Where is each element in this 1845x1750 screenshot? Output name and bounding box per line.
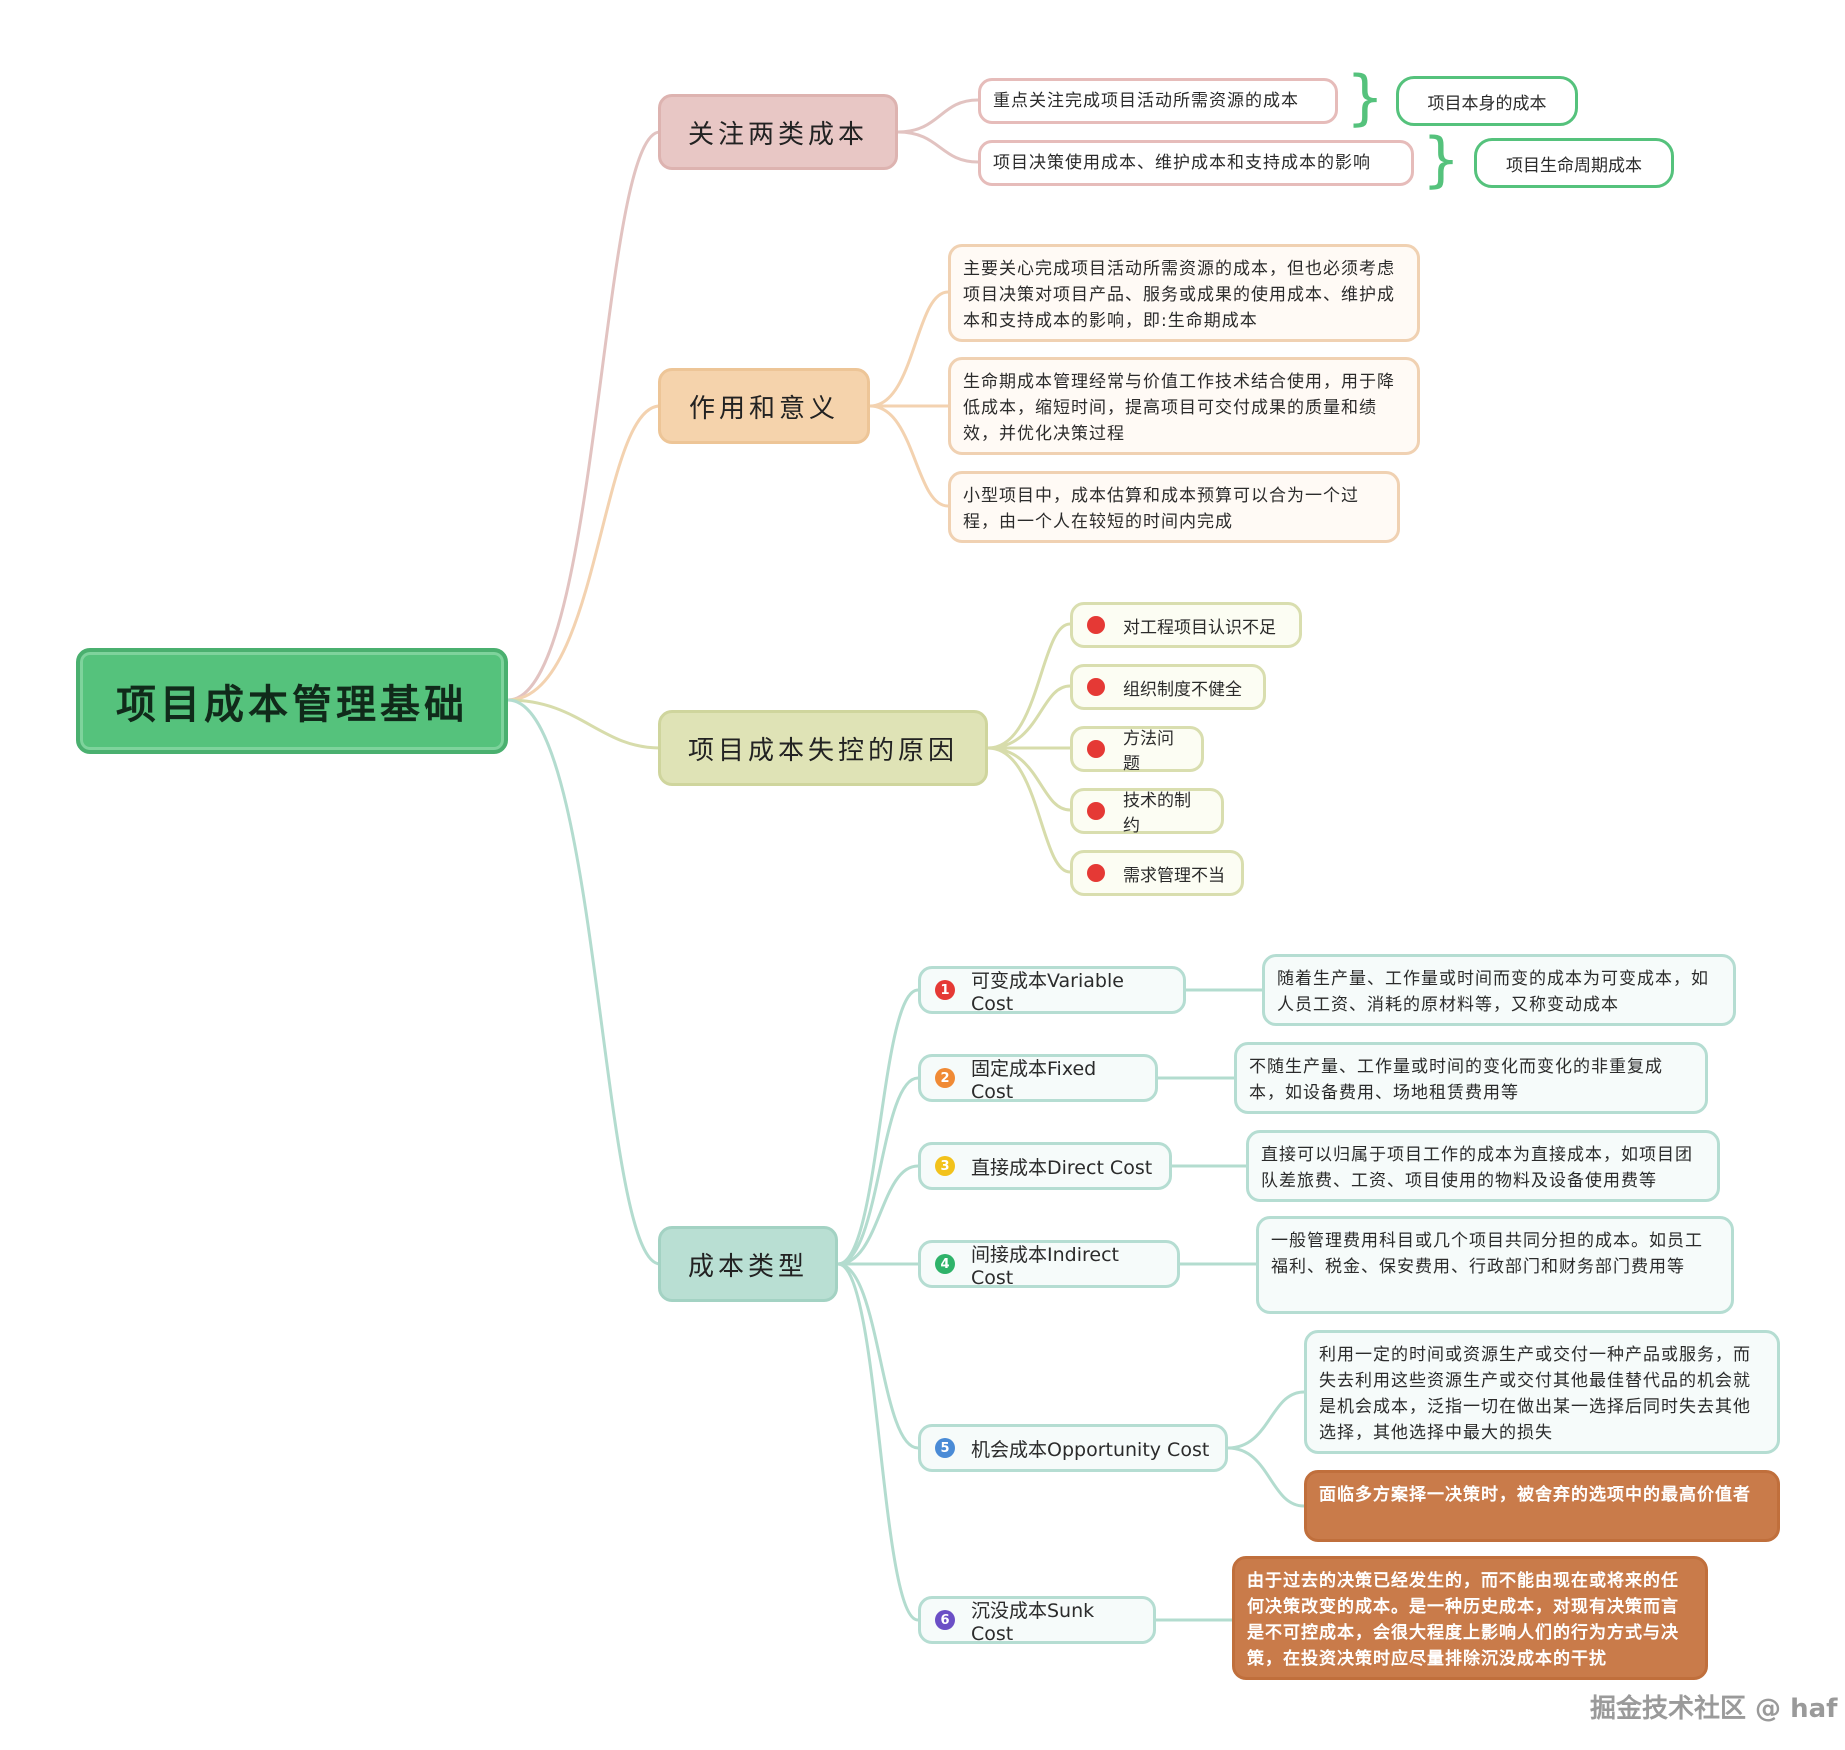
number-3-icon: 3 bbox=[935, 1156, 955, 1176]
cause-item-4[interactable]: 技术的制约 bbox=[1070, 788, 1224, 836]
cost-label: 直接成本Direct Cost bbox=[971, 1156, 1153, 1179]
number-1-icon: 1 bbox=[935, 980, 955, 1000]
focus-item-2[interactable]: 项目决策使用成本、维护成本和支持成本的影响 bbox=[978, 140, 1414, 186]
red-dot-icon bbox=[1087, 740, 1105, 758]
cost-label: 间接成本Indirect Cost bbox=[971, 1243, 1119, 1289]
branch-focus[interactable]: 关注两类成本 bbox=[658, 94, 898, 170]
cause-label: 方法问题 bbox=[1123, 729, 1174, 774]
role-item-3[interactable]: 小型项目中，成本估算和成本预算可以合为一个过程，由一个人在较短的时间内完成 bbox=[948, 471, 1400, 543]
cost-type-5[interactable]: 5 机会成本Opportunity Cost bbox=[918, 1424, 1228, 1472]
cost-type-6[interactable]: 6 沉没成本Sunk Cost bbox=[918, 1596, 1156, 1645]
cause-label: 技术的制约 bbox=[1123, 791, 1191, 836]
cause-item-5[interactable]: 需求管理不当 bbox=[1070, 850, 1244, 896]
branch-causes[interactable]: 项目成本失控的原因 bbox=[658, 710, 988, 786]
cost-label: 固定成本Fixed Cost bbox=[971, 1057, 1097, 1103]
cause-item-3[interactable]: 方法问题 bbox=[1070, 726, 1204, 774]
red-dot-icon bbox=[1087, 616, 1105, 634]
cause-label: 需求管理不当 bbox=[1123, 865, 1225, 886]
cause-item-2[interactable]: 组织制度不健全 bbox=[1070, 664, 1266, 710]
red-dot-icon bbox=[1087, 678, 1105, 696]
brace-icon: } bbox=[1346, 63, 1385, 133]
focus-item-1[interactable]: 重点关注完成项目活动所需资源的成本 bbox=[978, 78, 1338, 124]
red-dot-icon bbox=[1087, 864, 1105, 882]
branch-role[interactable]: 作用和意义 bbox=[658, 368, 870, 444]
cause-label: 对工程项目认识不足 bbox=[1123, 617, 1276, 638]
cost-label: 沉没成本Sunk Cost bbox=[971, 1599, 1095, 1645]
cost-desc-5[interactable]: 利用一定的时间或资源生产或交付一种产品或服务，而失去利用这些资源生产或交付其他最… bbox=[1304, 1330, 1780, 1454]
watermark: 掘金技术社区 @ haf bbox=[1590, 1694, 1838, 1724]
cost-desc-1[interactable]: 随着生产量、工作量或时间而变的成本为可变成本，如人员工资、消耗的原材料等，又称变… bbox=[1262, 954, 1736, 1026]
number-2-icon: 2 bbox=[935, 1068, 955, 1088]
cost-desc-2[interactable]: 不随生产量、工作量或时间的变化而变化的非重复成本，如设备费用、场地租赁费用等 bbox=[1234, 1042, 1708, 1114]
cost-type-1[interactable]: 1 可变成本Variable Cost bbox=[918, 966, 1186, 1015]
red-dot-icon bbox=[1087, 802, 1105, 820]
brace-icon: } bbox=[1422, 125, 1461, 195]
role-item-2[interactable]: 生命期成本管理经常与价值工作技术结合使用，用于降低成本，缩短时间，提高项目可交付… bbox=[948, 357, 1420, 455]
cause-label: 组织制度不健全 bbox=[1123, 679, 1242, 700]
cost-type-2[interactable]: 2 固定成本Fixed Cost bbox=[918, 1054, 1158, 1103]
branch-types[interactable]: 成本类型 bbox=[658, 1226, 838, 1302]
cost-extra-5[interactable]: 面临多方案择一决策时，被舍弃的选项中的最高价值者 bbox=[1304, 1470, 1780, 1542]
cause-item-1[interactable]: 对工程项目认识不足 bbox=[1070, 602, 1302, 648]
number-4-icon: 4 bbox=[935, 1254, 955, 1274]
cost-desc-6[interactable]: 由于过去的决策已经发生的，而不能由现在或将来的任何决策改变的成本。是一种历史成本… bbox=[1232, 1556, 1708, 1680]
cost-label: 可变成本Variable Cost bbox=[971, 969, 1124, 1015]
cost-label: 机会成本Opportunity Cost bbox=[971, 1438, 1210, 1461]
number-6-icon: 6 bbox=[935, 1610, 955, 1630]
cost-type-3[interactable]: 3 直接成本Direct Cost bbox=[918, 1142, 1172, 1190]
cost-type-4[interactable]: 4 间接成本Indirect Cost bbox=[918, 1240, 1180, 1289]
focus-tag-1[interactable]: 项目本身的成本 bbox=[1396, 76, 1578, 126]
root-node[interactable]: 项目成本管理基础 bbox=[76, 648, 508, 754]
role-item-1[interactable]: 主要关心完成项目活动所需资源的成本，但也必须考虑项目决策对项目产品、服务或成果的… bbox=[948, 244, 1420, 342]
number-5-icon: 5 bbox=[935, 1438, 955, 1458]
cost-desc-4[interactable]: 一般管理费用科目或几个项目共同分担的成本。如员工福利、税金、保安费用、行政部门和… bbox=[1256, 1216, 1734, 1314]
cost-desc-3[interactable]: 直接可以归属于项目工作的成本为直接成本，如项目团队差旅费、工资、项目使用的物料及… bbox=[1246, 1130, 1720, 1202]
focus-tag-2[interactable]: 项目生命周期成本 bbox=[1474, 138, 1674, 188]
